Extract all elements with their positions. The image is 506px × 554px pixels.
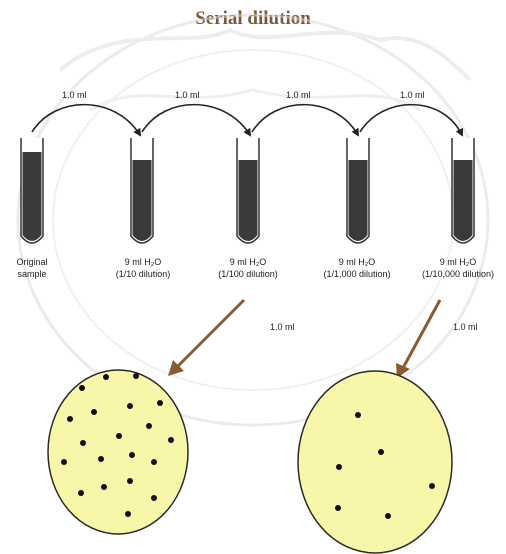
- colony: [168, 437, 174, 443]
- test-tube-2: [237, 138, 259, 243]
- transfer-label-4: 1.0 ml: [400, 90, 425, 100]
- transfer-label-3: 1.0 ml: [286, 90, 311, 100]
- transfer-arrow-2: [142, 105, 250, 135]
- colony: [146, 423, 152, 429]
- colony: [385, 513, 391, 519]
- tube-label-3: 9 ml H₂O (1/1,000 dilution): [309, 256, 405, 280]
- colony: [129, 452, 135, 458]
- colony: [91, 409, 97, 415]
- tube-label-4-line1: 9 ml H₂O: [410, 256, 506, 268]
- tube-label-2: 9 ml H₂O (1/100 dilution): [203, 256, 293, 280]
- petri-plate-1: [48, 370, 188, 534]
- colony: [79, 385, 85, 391]
- test-tube-original: [21, 138, 43, 243]
- tube-label-2-line1: 9 ml H₂O: [203, 256, 293, 268]
- colony: [127, 478, 133, 484]
- transfer-label-1: 1.0 ml: [62, 90, 87, 100]
- colony: [98, 456, 104, 462]
- tube-label-original-line2: sample: [2, 268, 62, 280]
- petri-plate-2: [298, 371, 452, 553]
- tube-label-1: 9 ml H₂O (1/10 dilution): [102, 256, 184, 280]
- colony: [133, 373, 139, 379]
- colony: [378, 449, 384, 455]
- test-tube-1: [131, 138, 153, 243]
- plating-label-2: 1.0 ml: [453, 322, 478, 332]
- transfer-arrow-3: [252, 105, 358, 135]
- colony: [355, 412, 361, 418]
- tube-label-original: Original sample: [2, 256, 62, 280]
- tube-label-4: 9 ml H₂O (1/10,000 dilution): [410, 256, 506, 280]
- tube-label-3-line1: 9 ml H₂O: [309, 256, 405, 268]
- plating-arrows: [168, 300, 440, 378]
- colony: [67, 416, 73, 422]
- test-tube-4: [452, 138, 474, 243]
- colony: [125, 511, 131, 517]
- colony: [429, 483, 435, 489]
- colony: [61, 459, 67, 465]
- colony: [103, 374, 109, 380]
- colony: [116, 433, 122, 439]
- transfer-arrow-4: [360, 105, 462, 135]
- tube-label-3-line2: (1/1,000 dilution): [309, 268, 405, 280]
- tube-label-original-line1: Original: [2, 256, 62, 268]
- colony: [336, 464, 342, 470]
- tube-label-1-line2: (1/10 dilution): [102, 268, 184, 280]
- colony: [80, 440, 86, 446]
- tube-label-4-line2: (1/10,000 dilution): [410, 268, 506, 280]
- colony: [127, 403, 133, 409]
- colony: [151, 459, 157, 465]
- colony: [101, 484, 107, 490]
- plating-label-1: 1.0 ml: [270, 322, 295, 332]
- test-tubes: [21, 138, 474, 243]
- tube-label-1-line1: 9 ml H₂O: [102, 256, 184, 268]
- colony: [151, 495, 157, 501]
- colony: [335, 505, 341, 511]
- test-tube-3: [347, 138, 369, 243]
- transfer-arrows: [32, 105, 462, 135]
- tube-label-2-line2: (1/100 dilution): [203, 268, 293, 280]
- colony: [78, 490, 84, 496]
- colony: [157, 400, 163, 406]
- plating-arrow-1: [176, 300, 244, 368]
- transfer-label-2: 1.0 ml: [175, 90, 200, 100]
